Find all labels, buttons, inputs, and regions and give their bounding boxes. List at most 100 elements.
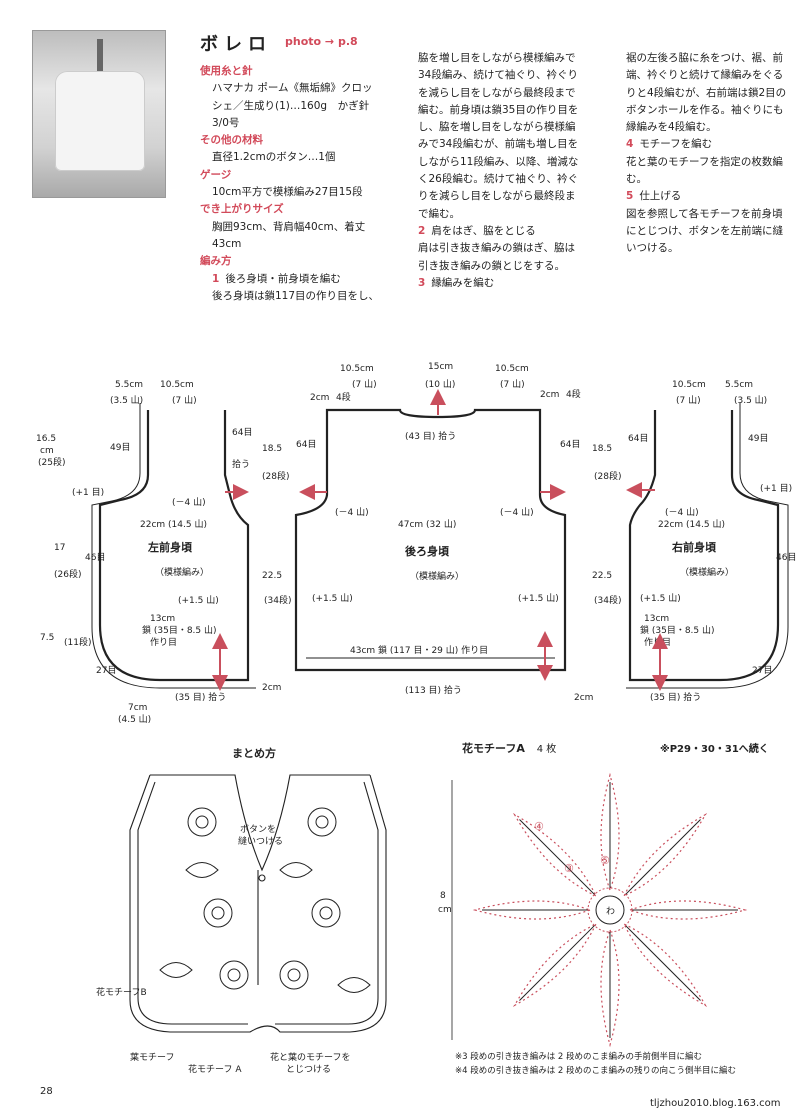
svg-text:(25段): (25段)	[38, 456, 65, 468]
page-number: 28	[40, 1086, 53, 1097]
svg-text:16.5: 16.5	[36, 434, 56, 444]
svg-text:ボタンを: ボタンを	[240, 824, 276, 835]
svg-text:22.5: 22.5	[592, 571, 612, 581]
svg-text:64目: 64目	[628, 433, 648, 444]
svg-text:27目: 27目	[752, 665, 772, 676]
svg-text:5.5cm: 5.5cm	[725, 380, 753, 390]
svg-text:15cm: 15cm	[428, 362, 453, 372]
svg-text:(43 目) 拾う: (43 目) 拾う	[405, 430, 456, 442]
svg-text:③: ③	[564, 862, 574, 875]
svg-text:10.5cm: 10.5cm	[340, 364, 374, 374]
svg-text:4段: 4段	[566, 388, 581, 400]
svg-text:(28段): (28段)	[594, 470, 621, 482]
svg-text:とじつける: とじつける	[286, 1064, 331, 1075]
svg-text:5.5cm: 5.5cm	[115, 380, 143, 390]
svg-text:(26段): (26段)	[54, 568, 81, 580]
svg-text:(－4 山): (－4 山)	[335, 507, 369, 518]
svg-text:(－4 山): (－4 山)	[172, 497, 206, 508]
svg-text:64目: 64目	[560, 439, 580, 450]
assembly-title: まとめ方	[232, 747, 276, 760]
section-head-method: 編み方	[200, 255, 232, 268]
svg-text:(+1.5 山): (+1.5 山)	[178, 595, 219, 606]
svg-text:17: 17	[54, 543, 65, 553]
svg-text:(7 山): (7 山)	[500, 379, 525, 390]
svg-text:⑤: ⑤	[600, 854, 610, 867]
svg-text:cm: cm	[438, 905, 452, 915]
svg-text:(－4 山): (－4 山)	[500, 507, 534, 518]
svg-text:27目: 27目	[96, 665, 116, 676]
svg-text:47cm (32 山): 47cm (32 山)	[398, 519, 456, 530]
svg-text:22cm (14.5 山): 22cm (14.5 山)	[140, 519, 207, 530]
watermark: tljzhou2010.blog.163.com	[650, 1098, 781, 1109]
instructions-column-2: 脇を増し目をしながら模様編みで 34段編み、続けて袖ぐり、衿ぐり を減らし目をし…	[418, 50, 593, 292]
svg-text:cm: cm	[40, 446, 54, 456]
svg-text:10.5cm: 10.5cm	[495, 364, 529, 374]
svg-text:拾う: 拾う	[232, 458, 250, 470]
svg-text:10.5cm: 10.5cm	[672, 380, 706, 390]
svg-text:13cm: 13cm	[644, 614, 669, 624]
svg-text:18.5: 18.5	[262, 444, 282, 454]
section-head-gauge: ゲージ	[200, 168, 232, 181]
svg-text:(113 目) 拾う: (113 目) 拾う	[405, 684, 462, 696]
svg-text:（模様編み）: （模様編み）	[155, 566, 209, 578]
svg-text:(10 山): (10 山)	[425, 379, 455, 390]
svg-text:18.5: 18.5	[592, 444, 612, 454]
svg-text:(+1 目): (+1 目)	[72, 487, 104, 498]
left-front-outline	[98, 410, 250, 682]
svg-text:(3.5 山): (3.5 山)	[734, 395, 767, 406]
svg-text:作り目: 作り目	[644, 636, 671, 648]
svg-text:縫いつける: 縫いつける	[238, 835, 283, 847]
svg-text:(28段): (28段)	[262, 470, 289, 482]
svg-text:(－4 山): (－4 山)	[665, 507, 699, 518]
bolero-shape	[55, 71, 145, 171]
page-title: ボレロ	[200, 34, 272, 55]
svg-text:(34段): (34段)	[594, 594, 621, 606]
svg-text:13cm: 13cm	[150, 614, 175, 624]
svg-text:(+1.5 山): (+1.5 山)	[640, 593, 681, 604]
svg-text:4段: 4段	[336, 391, 351, 403]
svg-text:(35 目) 拾う: (35 目) 拾う	[175, 691, 226, 703]
svg-text:10.5cm: 10.5cm	[160, 380, 194, 390]
svg-text:葉モチーフ: 葉モチーフ	[130, 1051, 174, 1063]
svg-text:(7 山): (7 山)	[352, 379, 377, 390]
svg-text:鎖 (35目・8.5 山): 鎖 (35目・8.5 山)	[640, 624, 715, 636]
svg-text:(7 山): (7 山)	[676, 395, 701, 406]
continued-note: ※P29・30・31へ続く	[660, 744, 769, 755]
motif-chart: 8 cm わ ④ ③ ⑤	[438, 772, 746, 1046]
svg-text:49目: 49目	[110, 442, 130, 453]
svg-text:作り目: 作り目	[150, 636, 177, 648]
svg-text:2cm: 2cm	[310, 393, 329, 403]
svg-text:(+1.5 山): (+1.5 山)	[518, 593, 559, 604]
svg-text:43cm 鎖 (117 目・29 山) 作り目: 43cm 鎖 (117 目・29 山) 作り目	[350, 644, 488, 656]
svg-text:7.5: 7.5	[40, 633, 54, 643]
svg-text:46目: 46目	[85, 552, 105, 563]
motif-note-1: ※3 段めの引き抜き編みは 2 段めのこま編みの手前側半目に編む	[455, 1052, 703, 1062]
svg-text:花モチーフB: 花モチーフB	[96, 986, 147, 998]
section-head-yarn: 使用糸と針	[200, 65, 253, 77]
svg-text:鎖 (35目・8.5 山): 鎖 (35目・8.5 山)	[142, 624, 217, 636]
svg-text:(+1 目): (+1 目)	[760, 483, 792, 494]
hanger-shape	[97, 39, 103, 79]
right-front-outline	[628, 410, 780, 682]
svg-text:64目: 64目	[296, 439, 316, 450]
materials-column: 使用糸と針 ハマナカ ポーム《無垢綿》クロッ シェ／生成り(1)…160g かぎ…	[200, 63, 400, 305]
svg-text:64目: 64目	[232, 427, 252, 438]
section-head-materials: その他の材料	[200, 134, 263, 147]
svg-text:（模様編み）: （模様編み）	[680, 566, 734, 578]
svg-text:46目: 46目	[776, 552, 796, 563]
svg-text:(35 目) 拾う: (35 目) 拾う	[650, 691, 701, 703]
svg-text:(7 山): (7 山)	[172, 395, 197, 406]
svg-text:（模様編み）: （模様編み）	[410, 570, 464, 582]
instructions-column-3: 裾の左後ろ脇に糸をつけ、裾、前 端、衿ぐりと続けて縁編みをぐる りと4段編むが、…	[626, 50, 800, 258]
svg-text:花モチーフ A: 花モチーフ A	[188, 1063, 242, 1075]
svg-text:2cm: 2cm	[262, 683, 281, 693]
back-label: 後ろ身頃	[405, 544, 450, 558]
svg-text:わ: わ	[606, 906, 615, 917]
left-front-label: 左前身頃	[147, 540, 193, 554]
garment-photo	[32, 30, 166, 198]
svg-text:(34段): (34段)	[264, 594, 291, 606]
svg-text:2cm: 2cm	[574, 693, 593, 703]
